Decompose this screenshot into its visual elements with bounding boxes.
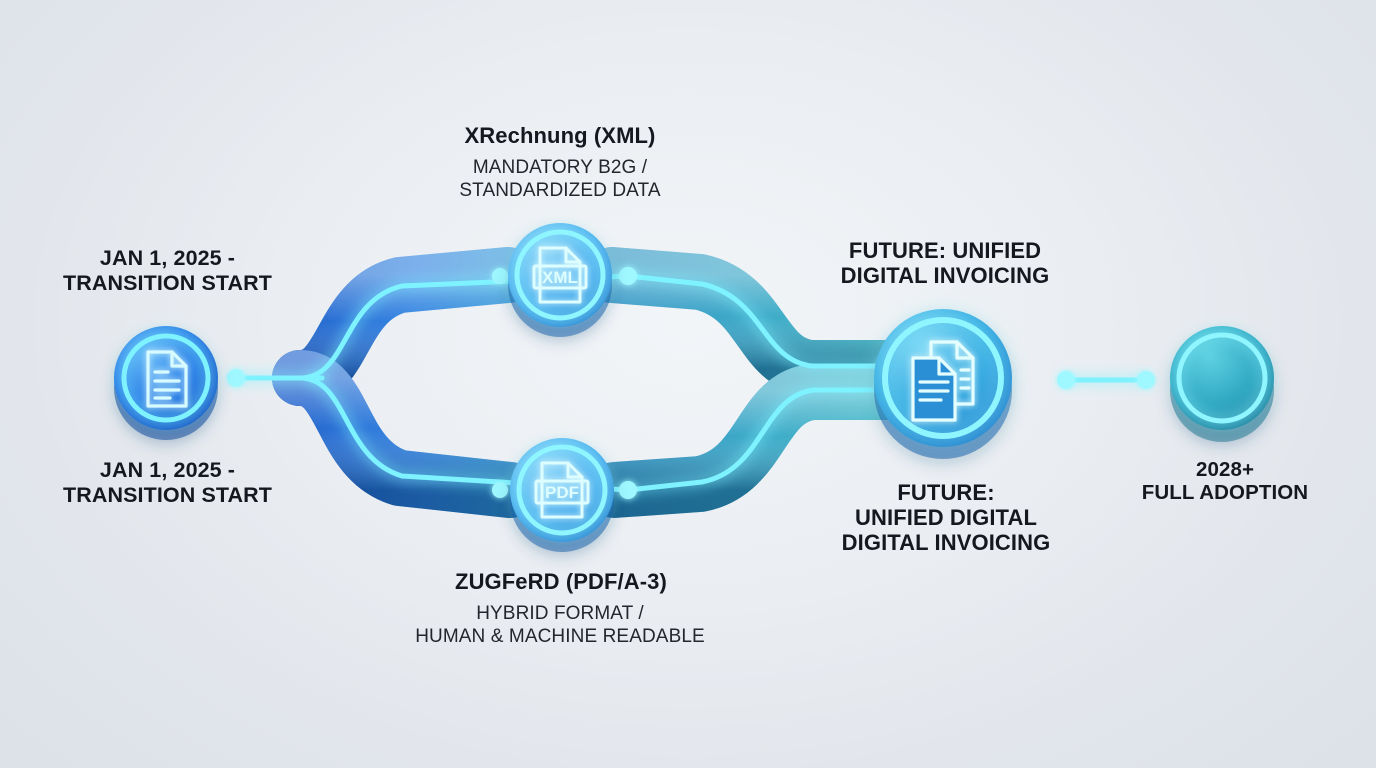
node-unified[interactable] xyxy=(874,309,1012,459)
trace-upper-branch xyxy=(297,273,631,381)
xml-file-icon: XML xyxy=(532,246,588,304)
label-adoption-below: 2028+ FULL ADOPTION xyxy=(1141,458,1309,505)
neon-trace-lines xyxy=(233,273,1149,493)
label-xrechnung-title: XRechnung (XML) xyxy=(464,123,656,148)
label-unified-below: FUTURE: UNIFIED DIGITAL DIGITAL INVOICIN… xyxy=(841,480,1051,556)
pdf-icon-text: PDF xyxy=(545,483,579,502)
label-start-above: JAN 1, 2025 - TRANSITION START xyxy=(62,246,273,295)
dot-start-out xyxy=(227,369,245,387)
trace-lower-branch xyxy=(297,375,631,493)
empty-circle-icon xyxy=(1170,326,1274,430)
dot-pdf-out xyxy=(619,481,637,499)
connector-zugferd-to-unified xyxy=(586,364,918,518)
trace-lower-merge xyxy=(625,387,889,493)
dot-unified-out xyxy=(1057,371,1075,389)
dot-xml-in xyxy=(492,268,508,284)
dot-xml-out xyxy=(619,267,637,285)
dot-adoption-in xyxy=(1137,371,1155,389)
label-zugferd-title: ZUGFeRD (PDF/A-3) xyxy=(455,569,667,594)
document-icon xyxy=(146,350,188,408)
trace-upper-merge xyxy=(625,273,889,369)
node-xrechnung[interactable]: XML xyxy=(508,223,612,337)
label-xrechnung-subtitle: MANDATORY B2G / STANDARDIZED DATA xyxy=(459,157,661,201)
pdf-file-icon: PDF xyxy=(534,461,590,519)
xml-icon-text: XML xyxy=(542,268,578,287)
label-zugferd-subtitle: HYBRID FORMAT / HUMAN & MACHINE READABLE xyxy=(415,603,705,647)
dot-pdf-in xyxy=(492,482,508,498)
label-start-below: JAN 1, 2025 - TRANSITION START xyxy=(62,458,273,507)
connector-xrechnung-to-unified xyxy=(584,247,918,396)
node-zugferd[interactable]: PDF xyxy=(510,438,614,552)
label-unified-above: FUTURE: UNIFIED DIGITAL INVOICING xyxy=(840,238,1050,289)
node-start[interactable] xyxy=(114,326,218,440)
documents-stack-icon xyxy=(911,340,975,422)
node-adoption[interactable] xyxy=(1170,326,1274,442)
